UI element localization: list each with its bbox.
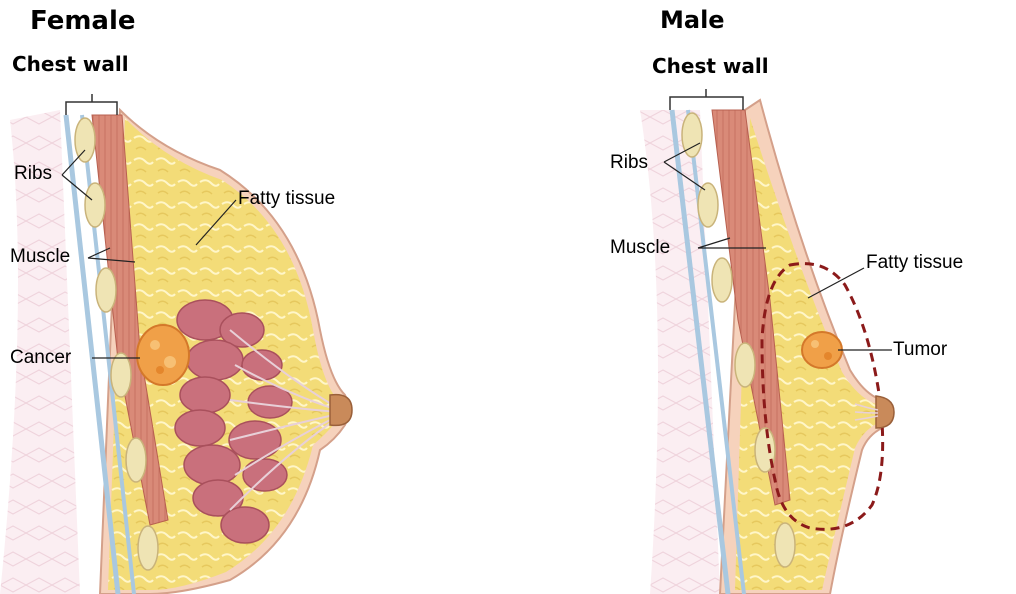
male-tumor-label: Tumor [893, 340, 947, 359]
female-fatty-tissue-label: Fatty tissue [238, 189, 335, 208]
female-chest-wall-label: Chest wall [12, 52, 129, 76]
male-title: Male [660, 6, 725, 34]
female-ribs-label: Ribs [14, 164, 52, 183]
female-muscle-label: Muscle [10, 247, 70, 266]
male-chest-wall-label: Chest wall [652, 54, 769, 78]
female-cancer-label: Cancer [10, 348, 71, 367]
male-tumor-mass [802, 332, 842, 368]
female-nipple [330, 395, 352, 426]
male-ribs-label: Ribs [610, 153, 648, 172]
male-nipple [876, 396, 894, 428]
male-illustration [640, 89, 894, 594]
male-muscle-label: Muscle [610, 238, 670, 257]
female-title: Female [30, 6, 136, 36]
female-illustration [0, 94, 352, 594]
female-chest-wall-bracket [66, 94, 117, 115]
male-fatty-tissue-label: Fatty tissue [866, 253, 963, 272]
female-cancer-mass [137, 325, 189, 385]
male-chest-wall-bracket [670, 89, 743, 110]
